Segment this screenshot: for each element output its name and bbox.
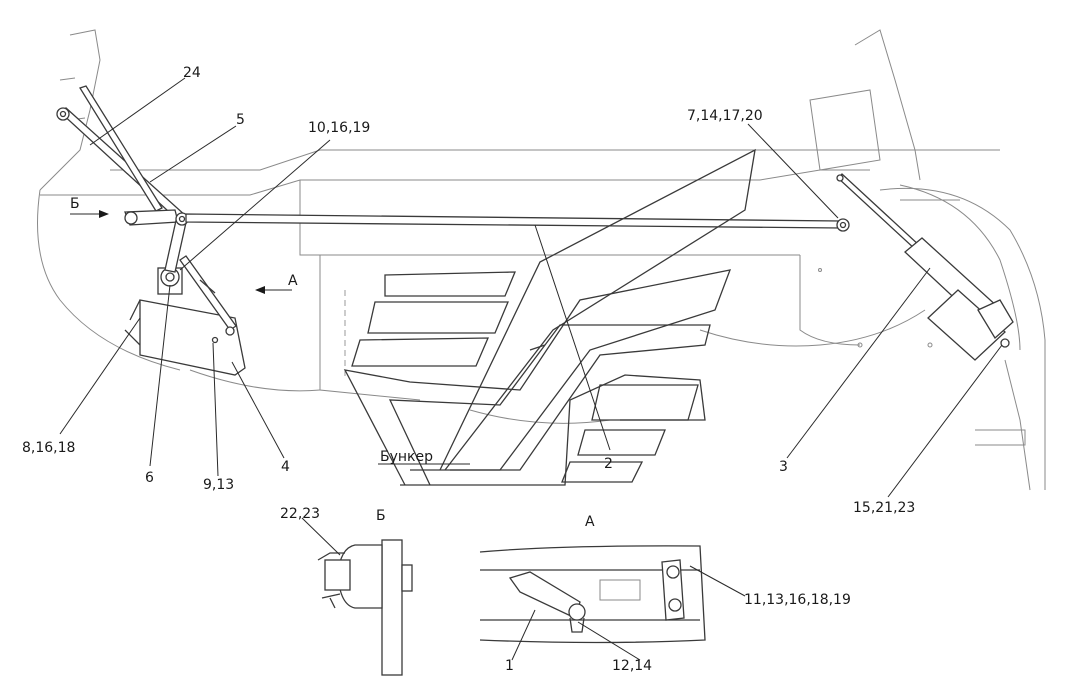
callout-12-14: 12,14 — [612, 658, 652, 674]
callout-6: 6 — [145, 470, 154, 486]
callout-22-23: 22,23 — [280, 506, 320, 522]
view-a-detail — [479, 545, 706, 644]
leader-lines — [59, 77, 1003, 661]
arrow-label-a: А — [288, 273, 298, 289]
hydraulic-cylinder — [836, 173, 1014, 361]
callout-4: 4 — [281, 459, 290, 475]
callout-9-13: 9,13 — [203, 477, 234, 493]
bunker-label: Бункер — [380, 449, 433, 465]
callout-11-13-16-18-19: 11,13,16,18,19 — [744, 592, 851, 608]
callout-8-16-18: 8,16,18 — [22, 440, 75, 456]
callout-3: 3 — [779, 459, 788, 475]
bunker-emblem — [343, 148, 756, 486]
machine-body-outline — [37, 29, 1046, 491]
view-b-detail — [317, 539, 413, 676]
view-label-b: Б — [376, 508, 386, 524]
callout-7-14-17-20: 7,14,17,20 — [687, 108, 763, 124]
lever-linkage — [56, 85, 850, 273]
callout-24: 24 — [183, 65, 201, 81]
callout-5: 5 — [236, 112, 245, 128]
arrow-label-b: Б — [70, 196, 80, 212]
left-plate — [124, 255, 246, 376]
callout-labels: 24 5 10,16,19 7,14,17,20 Б А 8,16,18 6 9… — [22, 65, 915, 674]
callout-2: 2 — [604, 456, 613, 472]
view-label-a: А — [585, 514, 595, 530]
callout-15-21-23: 15,21,23 — [853, 500, 915, 516]
callout-10-16-19: 10,16,19 — [308, 120, 370, 136]
callout-1: 1 — [505, 658, 514, 674]
